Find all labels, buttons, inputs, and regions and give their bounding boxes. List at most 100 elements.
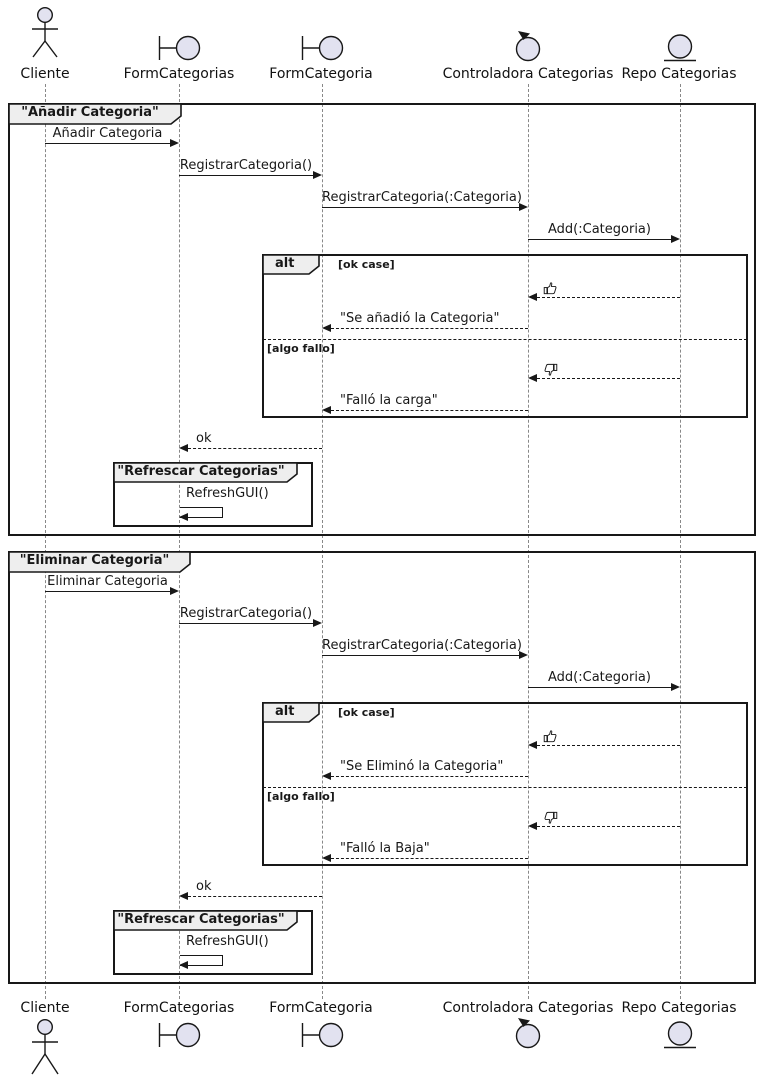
participant-label-controladora: Controladora Categorias bbox=[442, 66, 614, 82]
participant-label-cliente: Cliente bbox=[20, 1000, 70, 1016]
self-message-label: RefreshGUI() bbox=[186, 486, 269, 501]
participant-label-formcategorias: FormCategorias bbox=[123, 66, 235, 82]
message-line bbox=[528, 687, 672, 688]
return-label-ok: ok bbox=[196, 431, 212, 446]
message-label: Add(:Categoria) bbox=[548, 222, 651, 237]
thumbs-up-icon bbox=[543, 282, 557, 295]
return-line bbox=[188, 448, 322, 449]
arrowhead-icon bbox=[313, 618, 322, 627]
return-label: "Falló la Baja" bbox=[340, 841, 430, 856]
message-line bbox=[179, 623, 314, 624]
lifeline-controladora-categorias bbox=[527, 84, 529, 999]
participant-label-formcategoria: FormCategoria bbox=[269, 1000, 373, 1016]
frame-title-tab bbox=[113, 910, 298, 931]
participant-label-controladora: Controladora Categorias bbox=[442, 1000, 614, 1016]
arrowhead-icon bbox=[528, 292, 537, 301]
thumbs-up-icon bbox=[543, 730, 557, 743]
return-label-ok: ok bbox=[196, 879, 212, 894]
arrowhead-icon bbox=[671, 682, 680, 691]
frame-eliminar-categoria bbox=[8, 551, 756, 984]
actor-icon bbox=[32, 6, 58, 58]
arrowhead-icon bbox=[671, 234, 680, 243]
message-line bbox=[528, 239, 672, 240]
message-line bbox=[322, 207, 520, 208]
arrowhead-icon bbox=[322, 323, 331, 332]
participant-label-repo: Repo Categorias bbox=[621, 66, 737, 82]
alt-fragment bbox=[262, 254, 748, 418]
alt-keyword: alt bbox=[275, 256, 295, 271]
return-line bbox=[331, 858, 528, 859]
alt-keyword: alt bbox=[275, 704, 295, 719]
control-icon bbox=[515, 1018, 541, 1049]
arrowhead-icon bbox=[519, 650, 528, 659]
lifeline-repo-categorias bbox=[679, 84, 681, 999]
alt-tab bbox=[262, 702, 320, 723]
thumbs-down-icon bbox=[544, 811, 558, 824]
boundary-icon bbox=[301, 35, 344, 61]
guard-ok-case: [ok case] bbox=[338, 258, 395, 271]
thumbs-down-icon bbox=[544, 363, 558, 376]
arrowhead-icon bbox=[528, 373, 537, 382]
arrowhead-icon bbox=[519, 202, 528, 211]
return-line bbox=[537, 297, 680, 298]
message-label: RegistrarCategoria(:Categoria) bbox=[322, 190, 522, 205]
frame-title-tab bbox=[8, 103, 182, 125]
arrowhead-icon bbox=[179, 961, 188, 969]
return-label: "Se añadió la Categoria" bbox=[340, 311, 500, 326]
arrowhead-icon bbox=[322, 853, 331, 862]
self-message-loop bbox=[179, 507, 223, 518]
frame-title: "Refrescar Categorias" bbox=[117, 464, 285, 479]
arrowhead-icon bbox=[179, 891, 188, 900]
actor-icon bbox=[31, 1018, 59, 1075]
guard-algo-fallo: [algo fallo] bbox=[267, 790, 335, 803]
entity-icon bbox=[664, 1021, 696, 1049]
self-message-label: RefreshGUI() bbox=[186, 934, 269, 949]
guard-ok-case: [ok case] bbox=[338, 706, 395, 719]
arrowhead-icon bbox=[322, 405, 331, 414]
return-line bbox=[331, 776, 528, 777]
message-line bbox=[179, 175, 314, 176]
control-icon bbox=[515, 31, 541, 62]
message-label: RegistrarCategoria(:Categoria) bbox=[322, 638, 522, 653]
self-message-loop bbox=[179, 955, 223, 966]
boundary-icon bbox=[158, 1022, 201, 1048]
frame-title-tab bbox=[8, 551, 191, 573]
alt-fragment bbox=[262, 702, 748, 866]
arrowhead-icon bbox=[170, 586, 179, 595]
participant-label-formcategoria: FormCategoria bbox=[269, 66, 373, 82]
lifeline-cliente bbox=[44, 84, 46, 999]
message-line bbox=[322, 655, 520, 656]
arrowhead-icon bbox=[528, 740, 537, 749]
return-line bbox=[537, 826, 680, 827]
return-line bbox=[331, 410, 528, 411]
arrowhead-icon bbox=[322, 771, 331, 780]
message-line bbox=[45, 591, 171, 592]
return-line bbox=[537, 745, 680, 746]
frame-title-tab bbox=[113, 462, 298, 483]
entity-icon bbox=[664, 34, 696, 62]
boundary-icon bbox=[301, 1022, 344, 1048]
alt-divider bbox=[263, 787, 747, 788]
frame-title: "Eliminar Categoria" bbox=[19, 553, 170, 568]
frame-anadir-categoria bbox=[8, 103, 756, 536]
return-label: "Se Eliminó la Categoria" bbox=[340, 759, 504, 774]
frame-title: "Refrescar Categorias" bbox=[117, 912, 285, 927]
lifeline-formcategoria bbox=[321, 84, 323, 999]
lifeline-formcategorias bbox=[178, 84, 180, 999]
participant-label-repo: Repo Categorias bbox=[621, 1000, 737, 1016]
message-label: RegistrarCategoria() bbox=[179, 606, 313, 621]
arrowhead-icon bbox=[179, 443, 188, 452]
message-label: Eliminar Categoria bbox=[47, 574, 168, 589]
return-line bbox=[537, 378, 680, 379]
return-line bbox=[331, 328, 528, 329]
frame-title: "Añadir Categoria" bbox=[21, 105, 159, 120]
message-line bbox=[45, 143, 171, 144]
guard-algo-fallo: [algo fallo] bbox=[267, 342, 335, 355]
return-line bbox=[188, 896, 322, 897]
boundary-icon bbox=[158, 35, 201, 61]
return-label: "Falló la carga" bbox=[340, 393, 438, 408]
message-label: Añadir Categoria bbox=[52, 126, 163, 141]
arrowhead-icon bbox=[179, 513, 188, 521]
arrowhead-icon bbox=[170, 138, 179, 147]
